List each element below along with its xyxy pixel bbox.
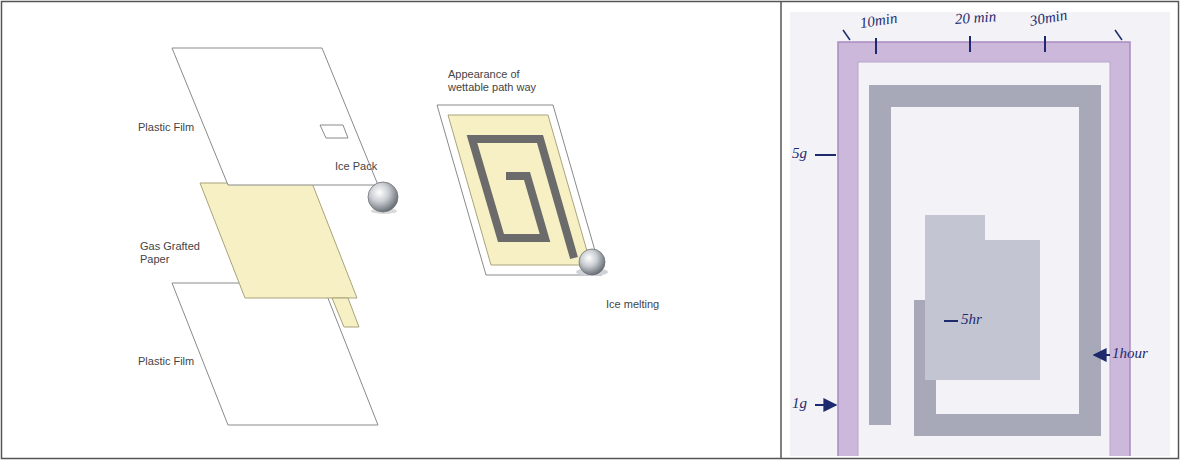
top-plastic-film: [172, 48, 378, 185]
purple-border-edge: [858, 62, 1110, 456]
time-note: 1hour: [1112, 344, 1148, 362]
assembled-paper: [448, 115, 591, 265]
film-window: [320, 125, 348, 138]
tick-mark: [1044, 36, 1046, 52]
panel-divider: [780, 2, 782, 460]
time-note: 20 min: [954, 7, 996, 28]
part-label: Gas Grafted Paper: [140, 240, 202, 266]
melting-ice-drop: [579, 249, 605, 275]
part-label: Ice Pack: [335, 160, 377, 173]
pointer-arrow: [1094, 354, 1110, 356]
bottom-plastic-film: [172, 283, 378, 425]
spiral-center: [925, 215, 1040, 380]
wettable-pathway: [472, 139, 574, 258]
time-note: 5hr: [961, 310, 982, 328]
corner-mark: [843, 30, 850, 40]
purple-border-band: [848, 52, 1120, 456]
part-label: Ice melting: [606, 298, 659, 311]
mass-note: 5g: [792, 144, 807, 162]
part-label: Appearance of wettable path way: [448, 68, 560, 94]
pointer-arrow: [815, 404, 836, 406]
tick-mark: [875, 38, 877, 54]
tick-mark: [969, 36, 971, 52]
corner-mark: [1115, 30, 1122, 40]
part-label: Plastic Film: [138, 121, 194, 134]
spiral-notch: [985, 215, 1040, 240]
paper-tab: [332, 298, 359, 327]
assembled-film: [437, 105, 602, 275]
mass-note: 1g: [792, 394, 807, 412]
part-label: Plastic Film: [138, 355, 194, 368]
spiral-pathway: [880, 96, 1090, 425]
purple-border-edge: [838, 42, 1130, 456]
ice-pack-sphere: [368, 182, 398, 212]
pointer-mark: [815, 154, 836, 156]
gas-grafted-paper: [200, 183, 357, 298]
photo-panel: [790, 12, 1170, 456]
pointer-mark: [944, 320, 958, 322]
